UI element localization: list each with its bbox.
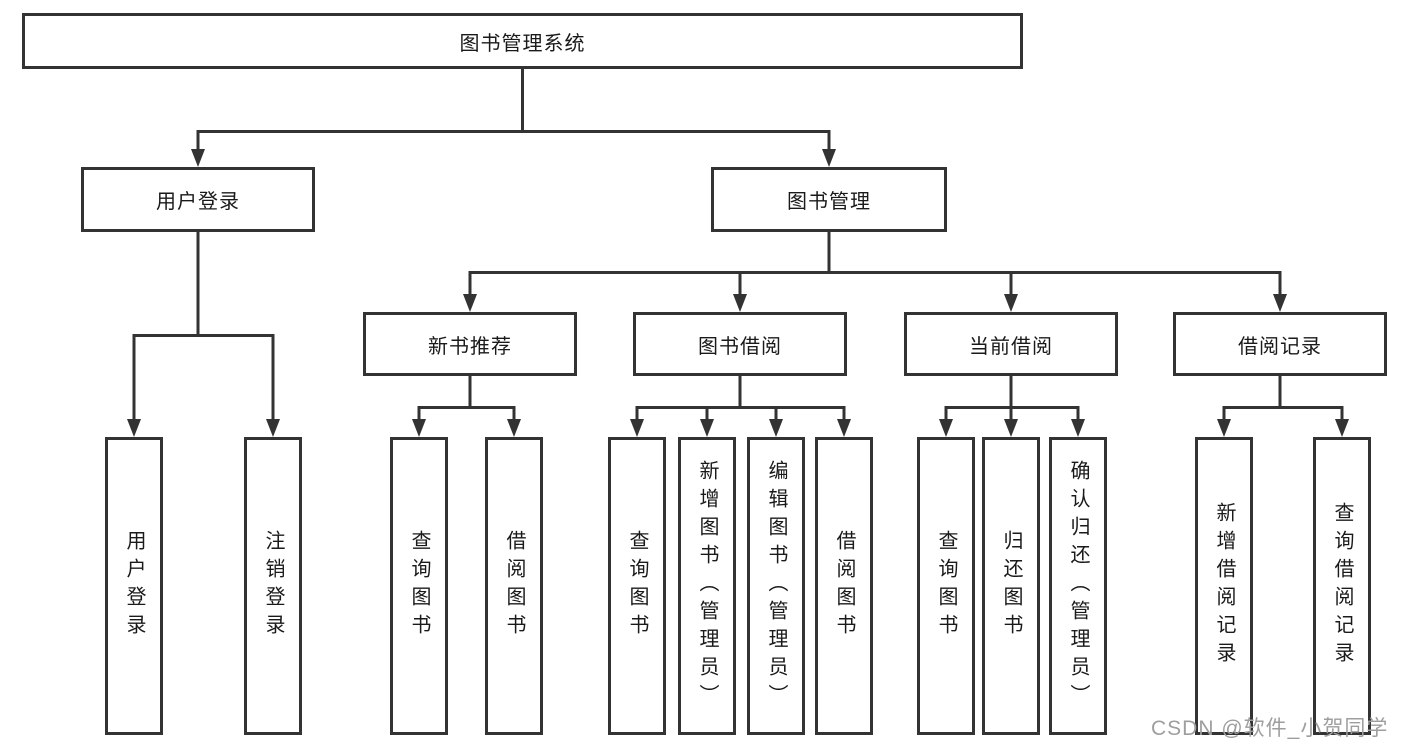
connector-bookborrow-to-leaves (630, 376, 851, 437)
leaf-add-borrow-record: 新增借阅记录 (1195, 437, 1253, 735)
node-book-borrow: 图书借阅 (633, 312, 847, 376)
node-book-management-label: 图书管理 (787, 191, 871, 213)
leaf-add-book-admin: 新增图书（管理员） (678, 437, 736, 735)
node-borrow-records-label: 借阅记录 (1238, 335, 1322, 358)
leaf-edit-book-admin: 编辑图书（管理员） (747, 437, 805, 735)
node-book-management: 图书管理 (711, 167, 947, 232)
leaf-confirm-return-admin: 确认归还（管理员） (1049, 437, 1107, 735)
leaf-borrow-books: 借阅图书 (815, 437, 873, 735)
connector-bookmgmt-to-level3 (463, 232, 1287, 312)
connector-borrowrecords-to-leaves (1217, 376, 1349, 437)
node-user-login: 用户登录 (81, 167, 315, 232)
connector-newbook-to-leaves (412, 376, 521, 437)
node-borrow-records: 借阅记录 (1173, 312, 1387, 376)
leaf-borrow-books-recommend: 借阅图书 (485, 437, 543, 735)
leaf-logout: 注销登录 (244, 437, 302, 735)
leaf-user-login: 用户登录 (105, 437, 163, 735)
node-system-root: 图书管理系统 (22, 13, 1023, 69)
csdn-watermark: CSDN @软件_小贺同学 (1151, 717, 1389, 740)
node-system-root-label: 图书管理系统 (459, 32, 586, 55)
leaf-query-books-current: 查询图书 (917, 437, 975, 735)
node-current-borrow: 当前借阅 (904, 312, 1118, 376)
node-user-login-label: 用户登录 (156, 191, 240, 213)
node-new-book-recommend-label: 新书推荐 (428, 335, 512, 358)
leaf-query-books-recommend: 查询图书 (390, 437, 448, 735)
leaf-query-borrow-record: 查询借阅记录 (1313, 437, 1371, 735)
node-book-borrow-label: 图书借阅 (698, 335, 782, 358)
connector-root-to-level2 (191, 69, 836, 167)
connector-userlogin-to-leaves (127, 232, 280, 437)
node-current-borrow-label: 当前借阅 (969, 335, 1053, 358)
connector-currentborrow-to-leaves (939, 376, 1085, 437)
leaf-query-books-borrow: 查询图书 (608, 437, 666, 735)
node-new-book-recommend: 新书推荐 (363, 312, 577, 376)
leaf-return-books: 归还图书 (982, 437, 1040, 735)
